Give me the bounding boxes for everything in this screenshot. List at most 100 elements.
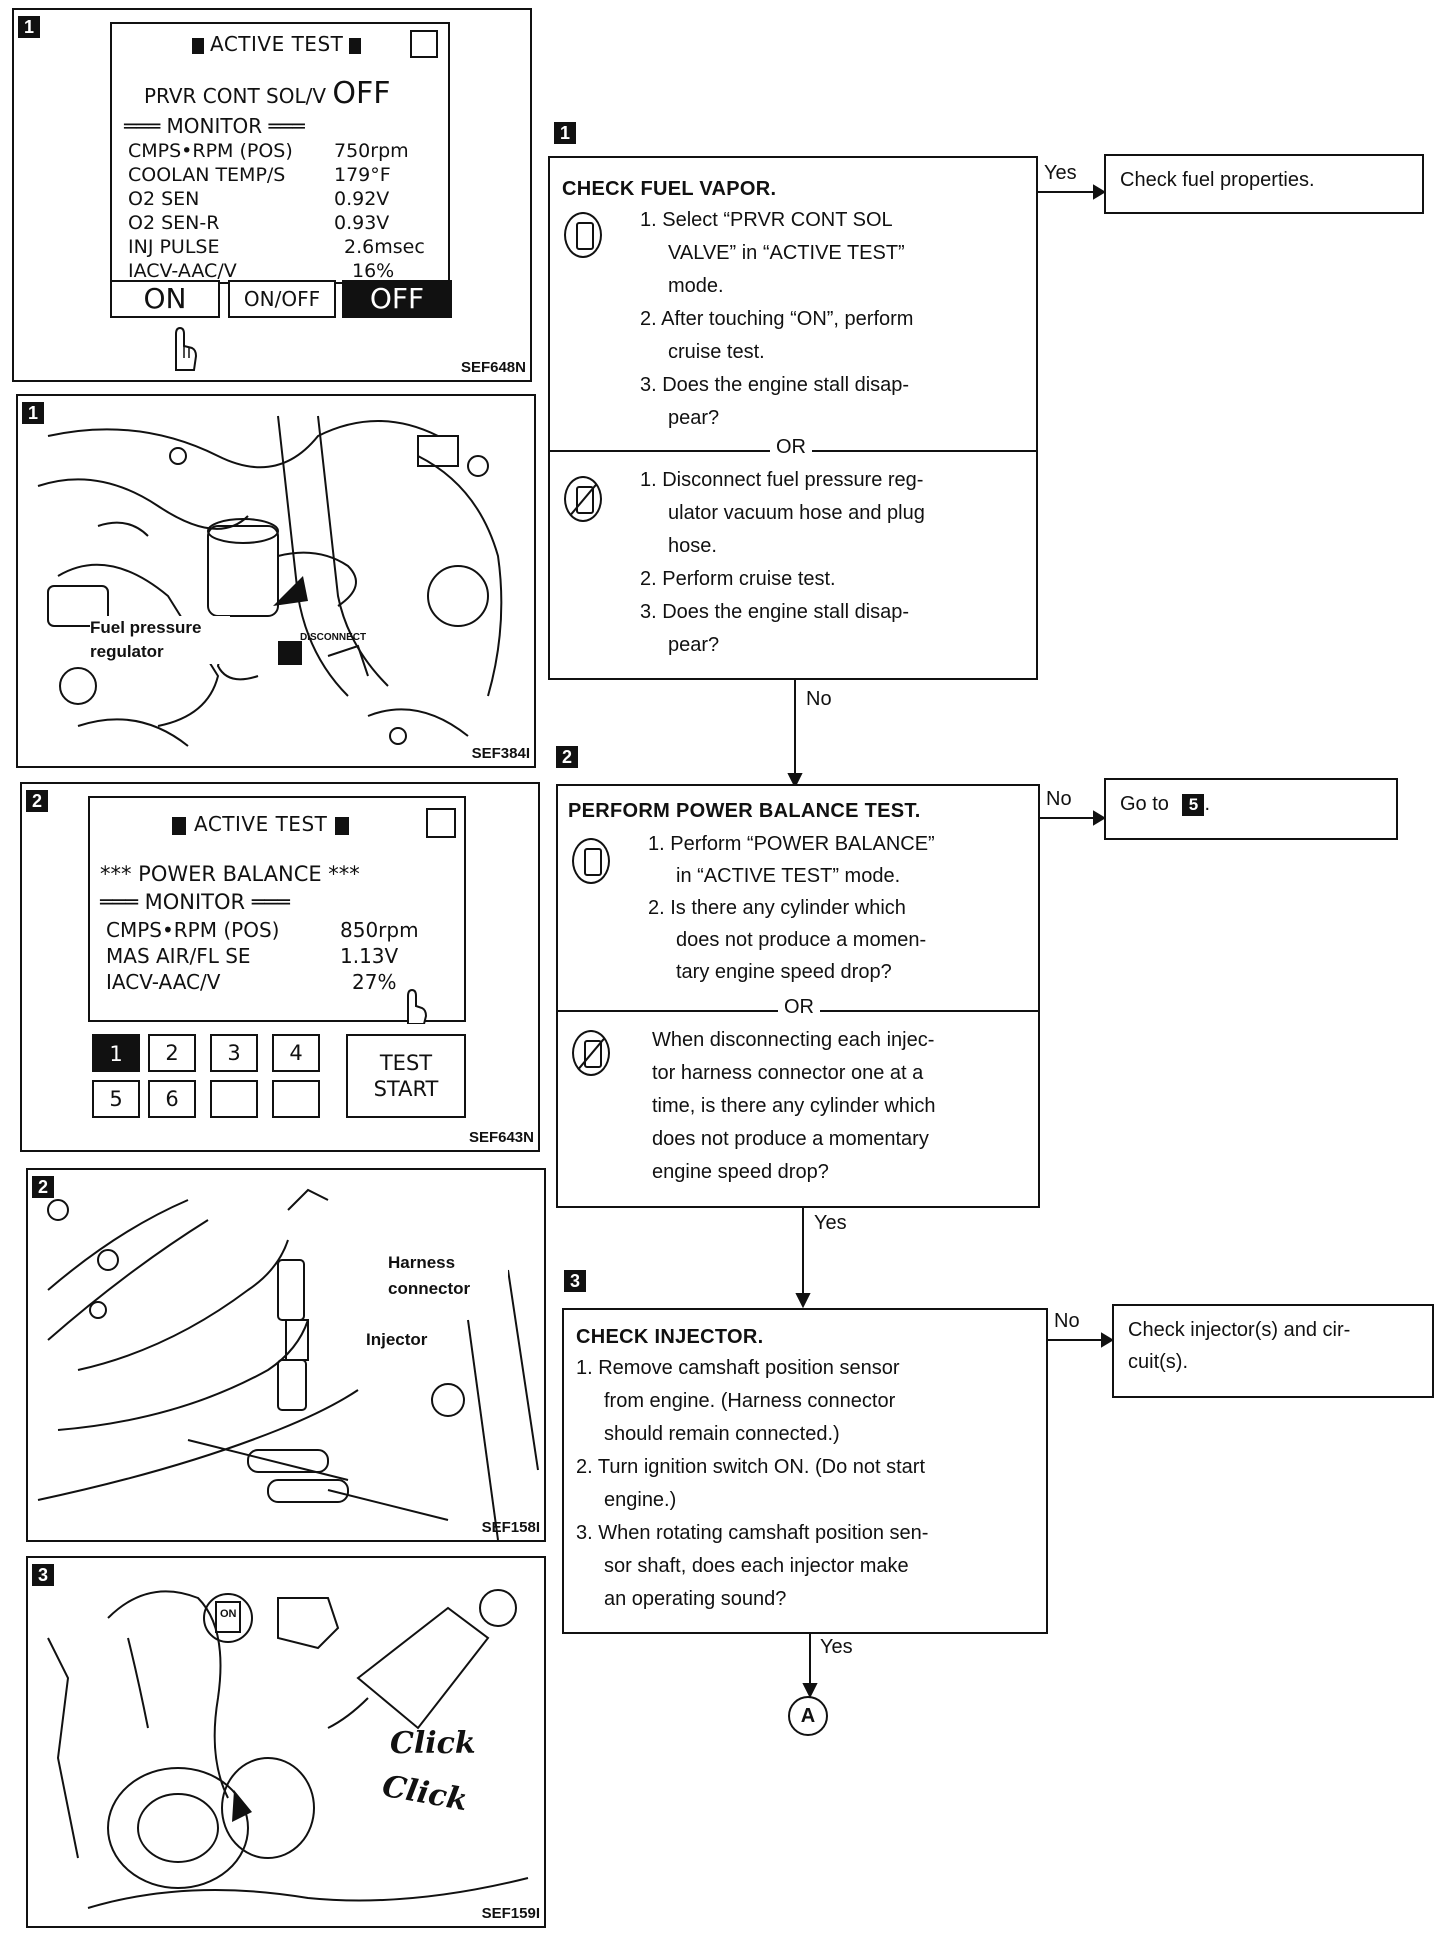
step-badge: 2 [556, 746, 578, 768]
monitor-label-3: IACV-AAC/V [106, 970, 221, 994]
instruction-line: cruise test. [668, 341, 765, 363]
empty-slot-button [272, 1080, 320, 1118]
instruction-line: does not produce a momentary [652, 1128, 929, 1150]
camshaft-sensor-drawing [47, 1589, 529, 1909]
monitor-header: ═══ MONITOR ═══ [100, 890, 290, 914]
instruction-line: hose. [668, 535, 717, 557]
cylinder-5-button[interactable]: 5 [92, 1080, 140, 1118]
step-5-reference[interactable]: 5 [1182, 794, 1205, 816]
monitor-value-6: 16% [352, 260, 395, 282]
cylinder-3-button[interactable]: 3 [210, 1034, 258, 1072]
test-start-label-line1: TEST [379, 1051, 433, 1075]
check-fuel-properties-result: Check fuel properties. [1104, 154, 1424, 214]
instruction-line: 3. Does the engine stall disap- [640, 374, 910, 396]
figure-code: SEF158I [481, 1519, 540, 1536]
yes-label: Yes [820, 1636, 853, 1658]
harness-connector-label: Harness connector [388, 1250, 508, 1302]
monitor-label-4: O2 SEN-R [128, 212, 220, 234]
off-button[interactable]: OFF [342, 280, 452, 318]
monitor-value-1: 850rpm [340, 918, 419, 942]
instruction-line: time, is there any cylinder which [652, 1095, 936, 1117]
fuel-pressure-regulator-label: Fuel pressure regulator [90, 616, 230, 664]
figure-badge: 3 [32, 1564, 54, 1586]
instruction-line: 1. Disconnect fuel pressure reg- [640, 469, 924, 491]
instruction-line: an operating sound? [604, 1588, 787, 1610]
disconnect-label: DISCONNECT [300, 632, 367, 643]
cylinder-1-button[interactable]: 1 [92, 1034, 140, 1072]
check-injector-circuit-result: Check injector(s) and cir- cuit(s). [1112, 1304, 1434, 1398]
yes-label: Yes [814, 1212, 847, 1234]
monitor-value-3: 0.92V [334, 188, 390, 210]
connector-a-circle[interactable]: A [788, 1696, 828, 1736]
monitor-label-1: CMPS•RPM (POS) [106, 918, 280, 942]
step-3-box: CHECK INJECTOR. 1. Remove camshaft posit… [562, 1308, 1048, 1634]
no-label: No [1046, 788, 1072, 810]
instruction-line: 1. Perform “POWER BALANCE” [648, 833, 935, 855]
figure-code: SEF384I [471, 745, 530, 762]
connector-label: A [800, 1705, 816, 1727]
step-badge: 1 [554, 122, 576, 144]
monitor-label-2: COOLAN TEMP/S [128, 164, 286, 186]
consult-tool-icon [572, 838, 610, 884]
monitor-value-5: 2.6msec [344, 236, 425, 258]
instruction-line: ulator vacuum hose and plug [668, 502, 925, 524]
instruction-line: 3. When rotating camshaft position sen- [576, 1522, 929, 1544]
test-start-label-line2: START [373, 1077, 439, 1101]
figure-1-consult-screen: 1 ACTIVE TEST PRVR CONT SOL/V OFF ═══ MO… [12, 8, 532, 382]
touch-hand-icon [175, 326, 198, 371]
monitor-label-6: IACV-AAC/V [128, 260, 237, 282]
touch-hand-icon [407, 988, 428, 1024]
step-title: PERFORM POWER BALANCE TEST. [568, 800, 921, 822]
step-1-box: CHECK FUEL VAPOR. 1. Select “PRVR CONT S… [548, 156, 1038, 680]
monitor-header: ═══ MONITOR ═══ [124, 114, 305, 138]
monitor-value-3: 27% [352, 970, 397, 994]
step-2-box: PERFORM POWER BALANCE TEST. 1. Perform “… [556, 784, 1040, 1208]
instruction-line: 2. Perform cruise test. [640, 568, 836, 590]
instruction-line: sor shaft, does each injector make [604, 1555, 909, 1577]
on-button[interactable]: ON [110, 280, 220, 318]
instruction-line: 2. After touching “ON”, perform [640, 308, 914, 330]
step-title: CHECK INJECTOR. [576, 1326, 764, 1348]
instruction-line: in “ACTIVE TEST” mode. [676, 865, 901, 887]
monitor-value-2: 1.13V [340, 944, 399, 968]
monitor-value-1: 750rpm [334, 140, 409, 162]
no-label: No [806, 688, 832, 710]
go-to-text: Go to [1120, 793, 1169, 815]
instruction-line: tor harness connector one at a [652, 1062, 924, 1084]
figure-1-engine-illustration: 1 Fuel pressure re [16, 394, 536, 768]
figure-code: SEF643N [468, 1129, 534, 1146]
instruction-line: When disconnecting each injec- [652, 1029, 935, 1051]
no-tools-icon [572, 1030, 610, 1076]
screen-corner-box [426, 808, 456, 838]
injector-label: Injector [366, 1330, 428, 1350]
go-to-step-5-result: Go to 5. [1104, 778, 1398, 840]
instruction-line: pear? [668, 407, 720, 429]
no-tools-icon [564, 476, 602, 522]
instruction-line: engine.) [604, 1489, 677, 1511]
screen-title: ACTIVE TEST [192, 32, 362, 56]
screen-corner-box [410, 30, 438, 58]
yes-label: Yes [1044, 162, 1077, 184]
screen-title: ACTIVE TEST [172, 812, 350, 836]
figure-badge: 1 [22, 402, 44, 424]
instruction-line: mode. [668, 275, 724, 297]
on-off-button[interactable]: ON/OFF [228, 280, 336, 318]
instruction-line: 2. Is there any cylinder which [648, 897, 906, 919]
cylinder-4-button[interactable]: 4 [272, 1034, 320, 1072]
cylinder-6-button[interactable]: 6 [148, 1080, 196, 1118]
instruction-line: from engine. (Harness connector [604, 1390, 896, 1412]
result-line: Check injector(s) and cir- [1128, 1319, 1351, 1341]
result-line: cuit(s). [1128, 1351, 1188, 1373]
or-label: OR [778, 996, 820, 1019]
monitor-label-1: CMPS•RPM (POS) [128, 140, 293, 162]
monitor-label-2: MAS AIR/FL SE [106, 944, 251, 968]
cylinder-2-button[interactable]: 2 [148, 1034, 196, 1072]
click-sound-label-1: Click [390, 1726, 476, 1761]
test-start-button[interactable]: TEST START [346, 1034, 466, 1118]
consult-display: ACTIVE TEST PRVR CONT SOL/V OFF ═══ MONI… [110, 22, 450, 284]
figure-2-power-balance-screen: 2 ACTIVE TEST *** POWER BALANCE *** ═══ … [20, 782, 540, 1152]
injector-drawing [37, 1188, 539, 1540]
monitor-label-5: INJ PULSE [128, 236, 220, 258]
instruction-line: pear? [668, 634, 720, 656]
